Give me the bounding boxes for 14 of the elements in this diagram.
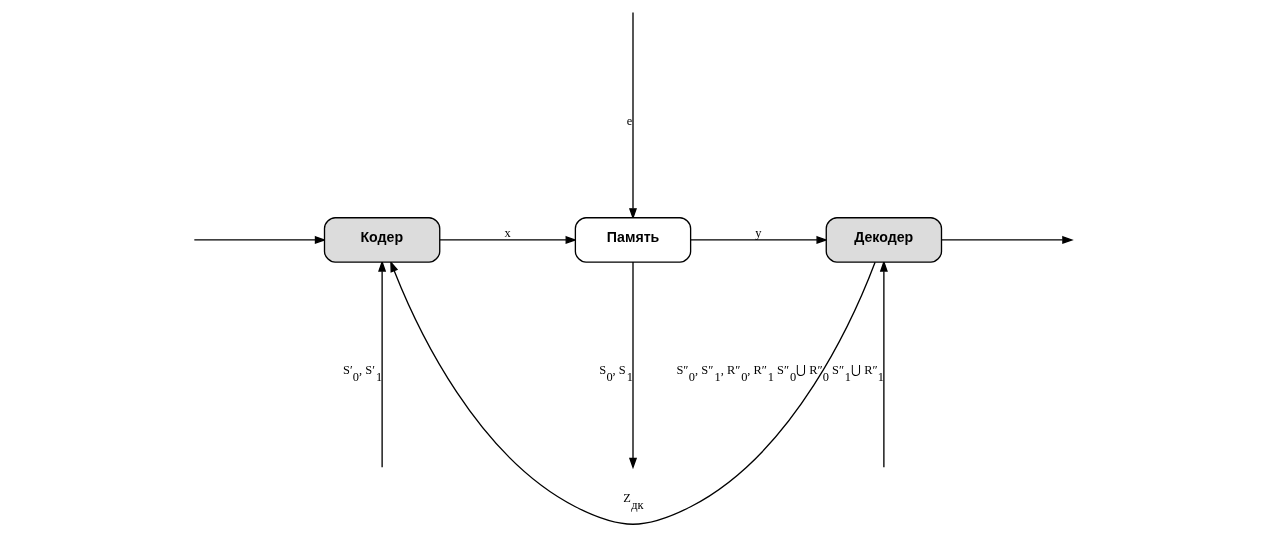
arrow [941, 235, 1074, 244]
arrow [439, 235, 578, 244]
node-box: Память [574, 217, 692, 263]
arrow [193, 235, 327, 244]
edge-label: y [755, 225, 762, 240]
edge-label: x [504, 225, 511, 240]
edge-label: e [626, 113, 633, 128]
arrow [378, 260, 387, 468]
arrow [690, 235, 828, 244]
arrow [879, 260, 888, 468]
node-box: Декодер [825, 217, 943, 263]
arrow [390, 260, 876, 525]
arrow [628, 11, 638, 220]
node-box: Кодер [323, 217, 441, 263]
